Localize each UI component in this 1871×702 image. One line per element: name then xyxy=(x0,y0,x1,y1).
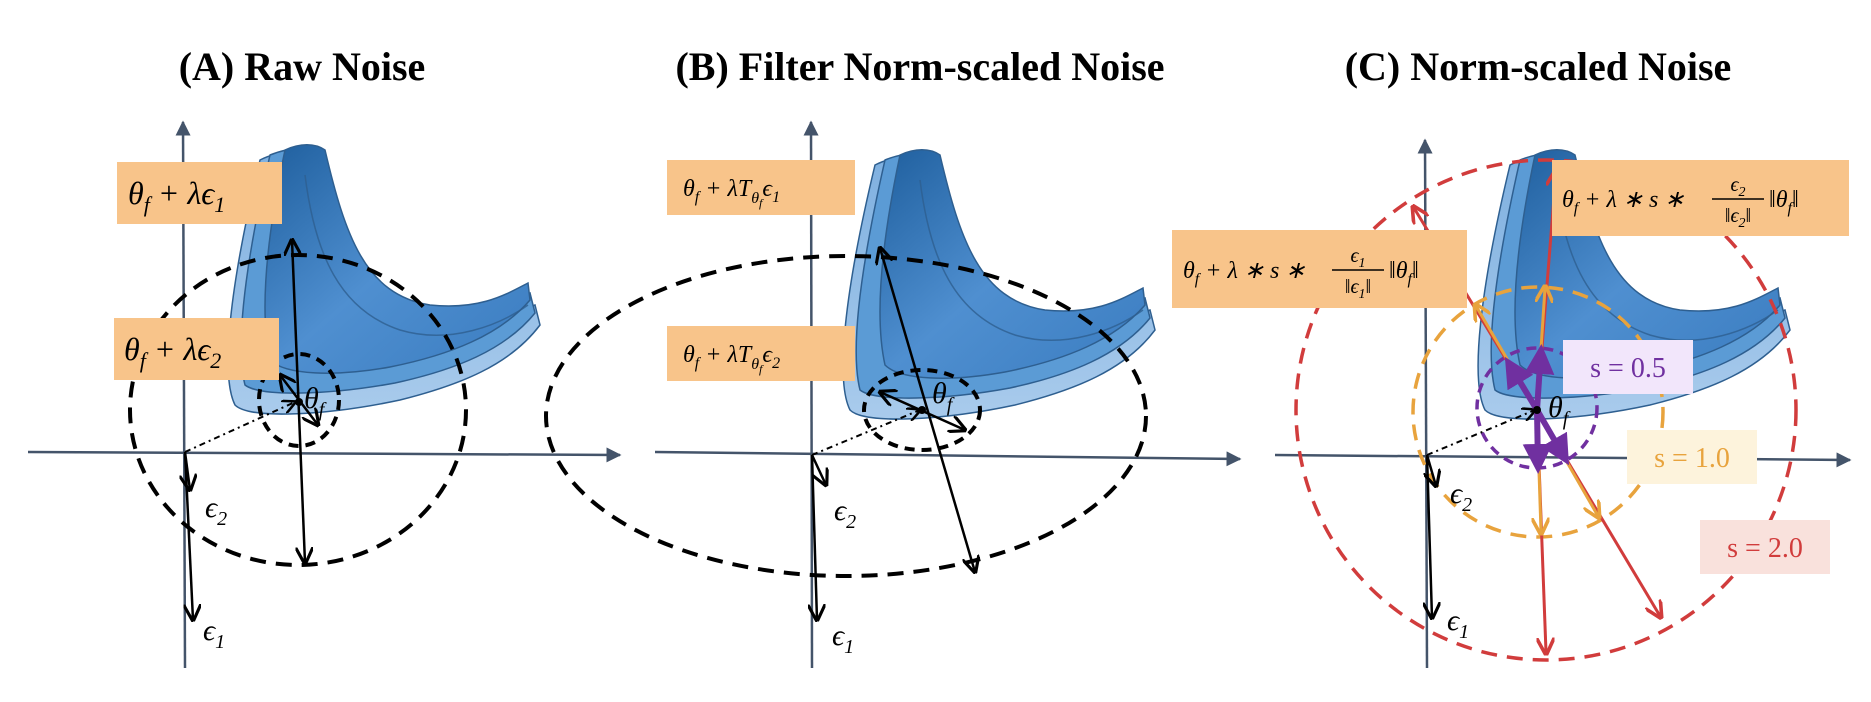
panel-c-box-2-text: θf + λ ∗ s ∗ xyxy=(1562,187,1684,217)
panel-b-box-1 xyxy=(667,160,855,215)
panel-a-small-dashed-circle xyxy=(257,352,341,448)
panel-c-theta-point xyxy=(1533,406,1541,414)
panel-a-box-1-text: θf + λϵ1 xyxy=(128,175,225,217)
panel-c-purple-arrow-downright xyxy=(1534,408,1570,466)
panel-c-box-2-norm: ‖θf‖ xyxy=(1769,187,1799,217)
panel-a-box-1 xyxy=(117,162,282,224)
panel-c-s05-label: s = 0.5 xyxy=(1590,353,1666,384)
panel-b-theta-point xyxy=(918,406,926,414)
panel-c-s10-box xyxy=(1627,430,1757,484)
panel-a-theta-point xyxy=(295,398,303,406)
panel-c-orange-dashed-circle xyxy=(1411,285,1665,539)
panel-c-box-1-text: θf + λ ∗ s ∗ xyxy=(1183,258,1305,288)
panel-b-theta-label: θf xyxy=(932,377,955,416)
panel-a-box-2 xyxy=(114,318,279,380)
panel-c-box-1-frac-den: ‖ϵ1‖ xyxy=(1345,276,1371,302)
panel-c-theta-label: θf xyxy=(1548,391,1571,430)
panel-b: (B) Filter Norm-scaled Noise θf ϵ2 ϵ1 θf… xyxy=(544,44,1242,669)
panel-a: (A) Raw Noise θf ϵ2 ϵ1 θf + λϵ1 θf + λϵ2 xyxy=(27,44,622,669)
panel-c-eps2-arrow xyxy=(1427,454,1436,486)
panel-c-purple-arrow-up xyxy=(1524,344,1555,411)
panel-c-title: (C) Norm-scaled Noise xyxy=(1345,44,1732,89)
panel-c-purple-arrow-upleft xyxy=(1504,356,1540,412)
panel-a-box-2-text: θf + λϵ2 xyxy=(124,331,221,373)
panel-c-box-2-frac-num: ϵ2 xyxy=(1730,174,1745,200)
panel-b-eps2-label: ϵ2 xyxy=(834,494,856,533)
panel-c-eps2-label: ϵ2 xyxy=(1450,477,1472,516)
panel-c-box-1-norm: ‖θf‖ xyxy=(1389,258,1419,288)
panel-b-box-2-text: θf + λTθfϵ2 xyxy=(683,342,780,376)
panel-b-box-2 xyxy=(667,326,855,381)
panel-a-x-axis xyxy=(27,447,622,463)
panel-a-origin-dotted-line xyxy=(184,402,295,453)
panel-c-s20-box xyxy=(1700,520,1830,574)
panel-c-eps1-label: ϵ1 xyxy=(1447,604,1469,643)
panel-c-box-1 xyxy=(1172,230,1467,308)
panel-b-x-axis xyxy=(654,450,1242,467)
panel-b-large-dashed-ellipse xyxy=(544,254,1148,578)
panel-a-theta-label: θf xyxy=(304,382,327,421)
panel-b-box-1-text: θf + λTθfϵ1 xyxy=(683,176,780,210)
panel-a-title: (A) Raw Noise xyxy=(179,44,426,89)
panel-c-s05-box xyxy=(1563,340,1693,394)
panel-c-s20-label: s = 2.0 xyxy=(1727,533,1803,564)
panel-c-box-2-frac-den: ‖ϵ2‖ xyxy=(1725,205,1751,231)
panel-b-eps2-arrow xyxy=(810,454,826,485)
panel-c-origin-dotted-line xyxy=(1426,410,1535,456)
panel-a-eps2-label: ϵ2 xyxy=(205,491,227,530)
panel-c-s10-label: s = 1.0 xyxy=(1654,443,1730,474)
panel-c-y-axis xyxy=(1417,138,1433,669)
panel-c-box-1-frac-num: ϵ1 xyxy=(1350,245,1365,271)
panel-c-box-2 xyxy=(1552,160,1849,236)
panel-a-eps2-arrow xyxy=(185,451,190,490)
panel-b-eps1-label: ϵ1 xyxy=(832,619,854,658)
panel-a-eps1-label: ϵ1 xyxy=(203,614,225,653)
panel-c-red-dashed-circle xyxy=(1294,158,1798,662)
panel-c: (C) Norm-scaled Noise θf ϵ2 ϵ1 θf + λ ∗ … xyxy=(1172,44,1852,669)
panel-b-title: (B) Filter Norm-scaled Noise xyxy=(675,44,1164,89)
panel-c-purple-arrow-down xyxy=(1522,409,1553,474)
